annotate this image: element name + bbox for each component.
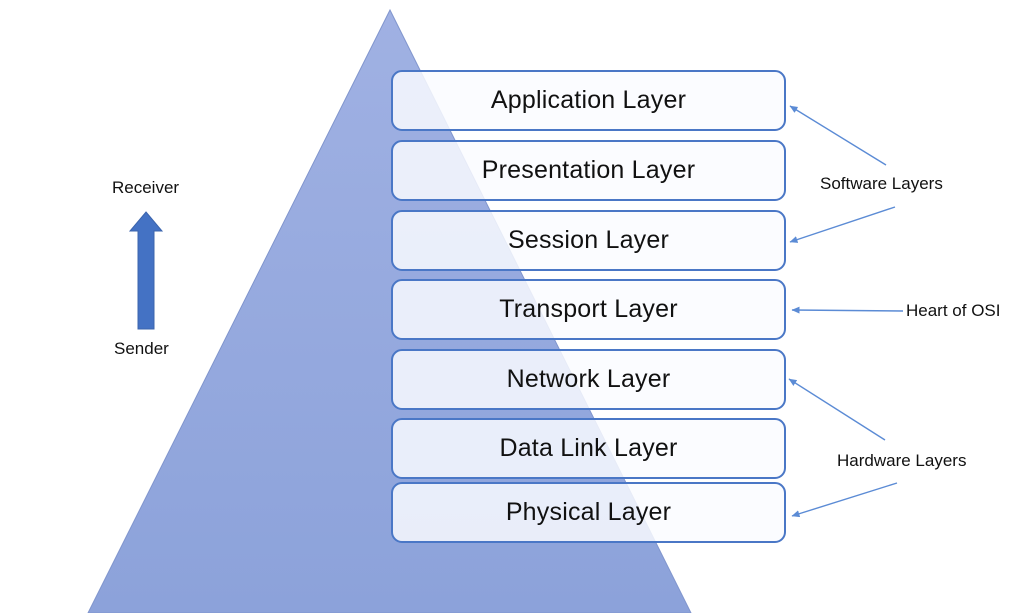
- layer-label-data-link: Data Link Layer: [499, 434, 678, 462]
- software-layers-arrow-to-application-icon: [789, 105, 887, 166]
- layer-box-physical: Physical Layer: [391, 482, 786, 543]
- layer-label-application: Application Layer: [490, 86, 687, 114]
- sender-label: Sender: [114, 339, 169, 358]
- layer-label-presentation: Presentation Layer: [481, 156, 696, 184]
- software-layers-arrow-to-session-icon: [789, 206, 896, 243]
- layer-label-session: Session Layer: [507, 226, 670, 254]
- layer-box-session: Session Layer: [391, 210, 786, 271]
- layer-box-transport: Transport Layer: [391, 279, 786, 340]
- heart-of-osi-arrow-to-transport-icon: [791, 306, 904, 314]
- receiver-label: Receiver: [112, 178, 180, 197]
- layer-label-network: Network Layer: [506, 365, 671, 393]
- layer-box-data-link: Data Link Layer: [391, 418, 786, 479]
- layer-box-network: Network Layer: [391, 349, 786, 410]
- hardware-layers-annotation: Hardware Layers: [837, 451, 967, 470]
- layer-label-transport: Transport Layer: [499, 295, 678, 323]
- sender-to-receiver-arrow-icon: [128, 211, 164, 330]
- layer-label-physical: Physical Layer: [505, 498, 672, 526]
- hardware-layers-arrow-to-physical-icon: [791, 482, 898, 518]
- software-layers-annotation: Software Layers: [820, 174, 943, 193]
- heart-of-osi-annotation: Heart of OSI: [906, 301, 1001, 320]
- layer-box-application: Application Layer: [391, 70, 786, 131]
- layer-box-presentation: Presentation Layer: [391, 140, 786, 201]
- hardware-layers-arrow-to-network-icon: [788, 378, 886, 441]
